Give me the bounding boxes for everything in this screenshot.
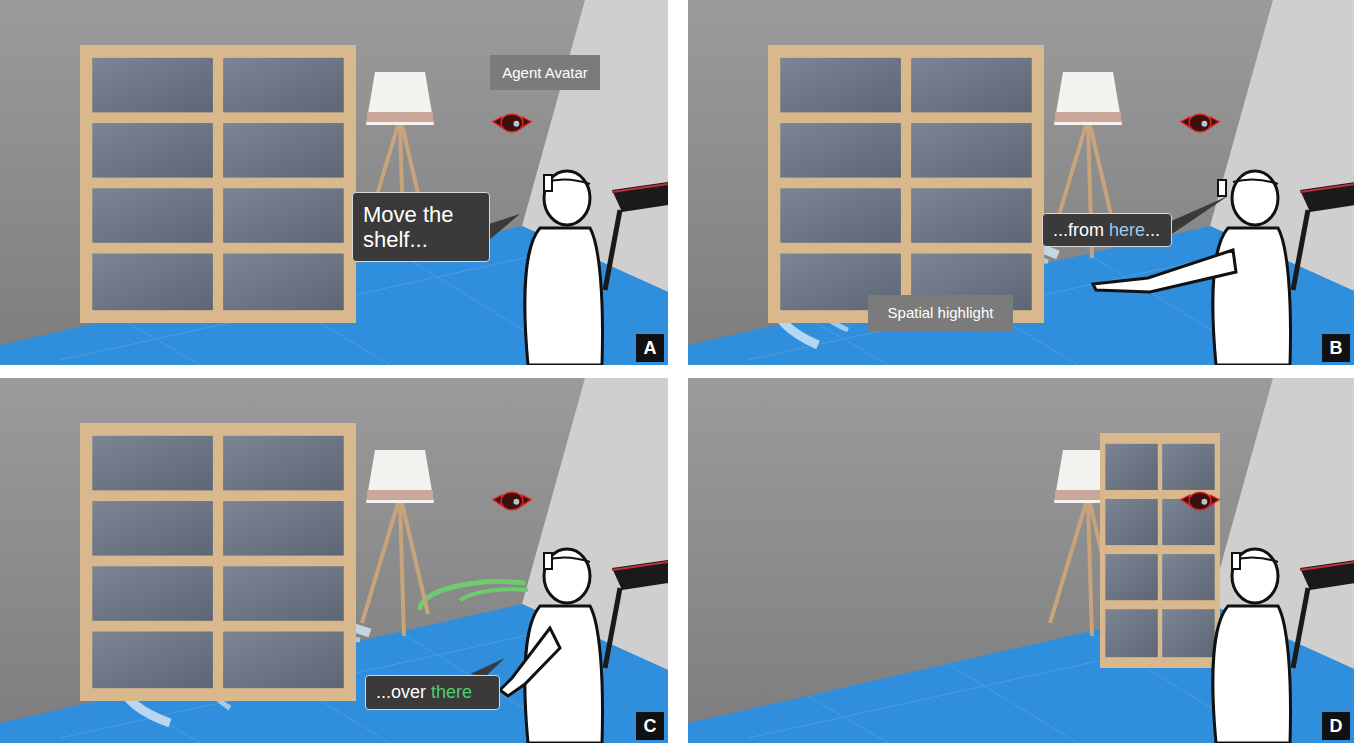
speech-bubble: ...over there [365, 675, 500, 710]
node-text: B [1330, 338, 1343, 359]
speech-bubble: Move the shelf... [352, 192, 490, 262]
node-text: C [644, 716, 657, 737]
panel-letter: D [1322, 712, 1350, 740]
node-text: D [1330, 716, 1343, 737]
scene-panel [688, 0, 1354, 365]
node-text: A [644, 338, 657, 359]
panel-letter: A [636, 334, 664, 362]
node-text: Spatial highlight [888, 304, 994, 321]
callout-label: Agent Avatar [490, 55, 600, 90]
node-text: Agent Avatar [502, 64, 588, 81]
scene-panel [688, 378, 1354, 743]
panel-letter: B [1322, 334, 1350, 362]
scene-panel [0, 378, 668, 743]
node-text: ...from here... [1053, 220, 1160, 241]
node-text: Move the shelf... [363, 202, 479, 253]
panel-letter: C [636, 712, 664, 740]
node-text: ...over there [376, 682, 472, 703]
callout-label: Spatial highlight [868, 295, 1013, 331]
speech-bubble: ...from here... [1042, 213, 1172, 247]
